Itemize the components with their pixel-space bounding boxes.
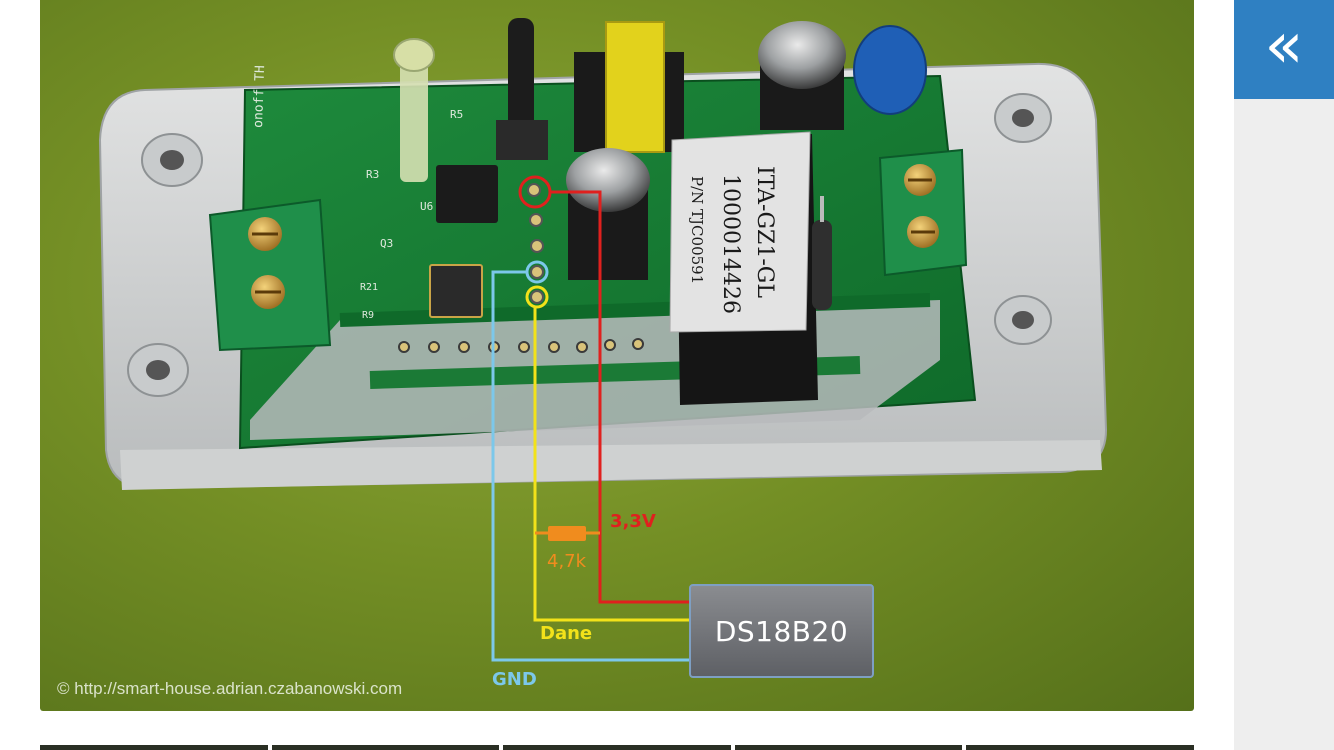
vcc-label: 3,3V (610, 511, 656, 532)
enclosure-lip (120, 440, 1102, 490)
silk-r5: R5 (450, 108, 463, 121)
thumbnail-strip (40, 745, 1194, 750)
sensor-box: DS18B20 (689, 584, 874, 678)
terminal-block-left (208, 198, 332, 352)
relay (669, 131, 818, 405)
vcc-wire (549, 190, 689, 604)
led (393, 38, 435, 182)
chip-u6 (436, 165, 498, 223)
gnd-wire (491, 270, 689, 662)
thumbnail[interactable] (40, 745, 268, 750)
collapse-sidebar-button[interactable]: « (1234, 0, 1334, 99)
silk-brand: onoff TH (251, 65, 268, 128)
watermark: © http://smart-house.adrian.czabanowski.… (57, 679, 403, 698)
header-pins (527, 183, 544, 304)
data-wire (533, 307, 689, 622)
sensor-label: DS18B20 (714, 614, 849, 648)
data-label: Dane (540, 623, 593, 644)
relay-text-2: 1000014426 (718, 174, 743, 314)
data-pin-marker (525, 285, 549, 309)
capacitor-small (566, 148, 650, 280)
silk-r21: R21 (360, 282, 378, 293)
pullup-resistor (548, 526, 586, 541)
circuit-photo: onoff TH R3 R5 U6 Q3 R21 R9 ITA-GZ1-GL 1… (98, 18, 1108, 662)
double-chevron-left-icon: « (1264, 8, 1304, 83)
pad-row (398, 338, 644, 353)
transformer (574, 21, 684, 153)
photo: onoff TH R3 R5 U6 Q3 R21 R9 ITA-GZ1-GL 1… (40, 0, 1194, 711)
sidebar: « (1234, 0, 1334, 750)
capacitor-large (758, 21, 846, 130)
silk-r3: R3 (366, 168, 379, 181)
varistor (853, 25, 927, 115)
resistor-label: 4,7k (547, 551, 587, 572)
thumbnail[interactable] (503, 745, 731, 750)
silk-u6: U6 (420, 200, 433, 213)
resistor-component (812, 196, 832, 310)
terminal-block-right (878, 148, 968, 277)
mounting-posts (127, 93, 1052, 397)
thumbnail[interactable] (271, 745, 500, 750)
push-button (496, 18, 548, 160)
silk-r9: R9 (362, 310, 374, 321)
silk-q3: Q3 (380, 237, 393, 250)
relay-text-1: ITA-GZ1-GL (752, 166, 777, 298)
gnd-label: GND (492, 669, 537, 690)
thumbnail[interactable] (966, 745, 1194, 750)
thumbnail[interactable] (734, 745, 963, 750)
relay-text-3: P/N TJC00591 (688, 176, 706, 284)
chip-esp (429, 264, 483, 318)
wiring-overlay (491, 175, 689, 662)
